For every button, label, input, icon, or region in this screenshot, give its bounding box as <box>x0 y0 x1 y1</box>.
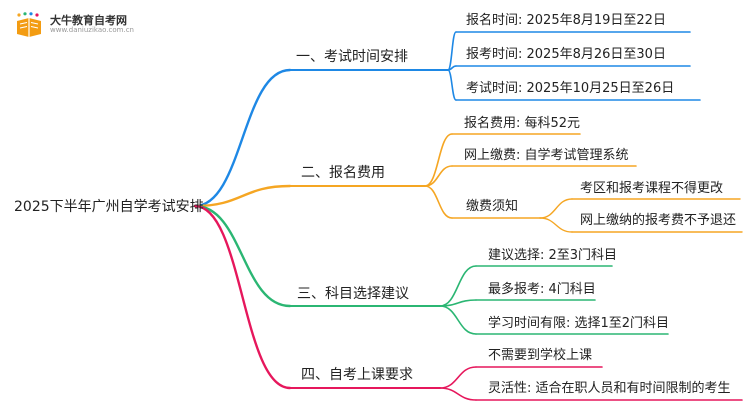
leaf-application-time: 报考时间: 2025年8月26日至30日 <box>466 47 666 62</box>
watermark-url: www.daniuzikao.com.cn <box>50 26 134 35</box>
leaf-registration-time: 报名时间: 2025年8月19日至22日 <box>466 13 666 28</box>
branch-registration-fee: 二、报名费用 <box>301 165 385 181</box>
connector-root-branch-4 <box>193 204 292 390</box>
connector-notice-child-1 <box>539 198 573 219</box>
connector-branch-1-leaf-1 <box>447 31 457 71</box>
watermark-name: 大牛教育自考网 <box>50 14 127 28</box>
connector-branch-3-leaf-1 <box>439 265 477 307</box>
leaf-no-refund: 网上缴纳的报考费不予退还 <box>580 213 737 228</box>
connector-branch-4-leaf-1 <box>439 366 477 389</box>
node-payment-notice: 缴费须知 <box>466 199 519 214</box>
branch-subject-advice: 三、科目选择建议 <box>297 286 409 302</box>
leaf-online-payment: 网上缴费: 自学考试管理系统 <box>464 148 629 163</box>
leaf-max-subjects: 最多报考: 4门科目 <box>488 282 596 297</box>
leaf-no-classes: 不需要到学校上课 <box>488 348 593 363</box>
connector-branch-1-leaf-3 <box>447 69 457 101</box>
connector-branch-3-leaf-2 <box>439 299 477 307</box>
leaf-no-change: 考区和报考课程不得更改 <box>580 181 724 196</box>
watermark-logo: 大牛教育自考网 www.daniuzikao.com.cn <box>14 12 134 38</box>
connector-notice-child-2 <box>539 217 573 233</box>
connector-branch-2-leaf-2 <box>424 165 453 187</box>
root-node: 2025下半年广州自学考试安排 <box>14 199 204 215</box>
leaf-suggested-subjects: 建议选择: 2至3门科目 <box>488 248 618 263</box>
leaf-flexibility: 灵活性: 适合在职人员和有时间限制的考生 <box>488 381 731 396</box>
connector-branch-2-leaf-1 <box>424 133 453 187</box>
connector-branch-4-leaf-2 <box>439 387 477 401</box>
branch-class-requirement: 四、自考上课要求 <box>301 367 413 383</box>
connector-root-branch-1 <box>193 68 292 208</box>
connector-branch-3-leaf-3 <box>439 305 477 335</box>
leaf-fee-amount: 报名费用: 每科52元 <box>464 116 581 131</box>
leaf-exam-time: 考试时间: 2025年10月25日至26日 <box>466 81 675 96</box>
connector-root-branch-2 <box>193 184 292 208</box>
branch-exam-schedule: 一、考试时间安排 <box>296 49 408 65</box>
connector-branch-2-leaf-3 <box>424 185 453 219</box>
connector-root-branch-3 <box>193 204 292 308</box>
book-icon <box>17 12 41 37</box>
leaf-limited-time: 学习时间有限: 选择1至2门科目 <box>488 316 670 331</box>
